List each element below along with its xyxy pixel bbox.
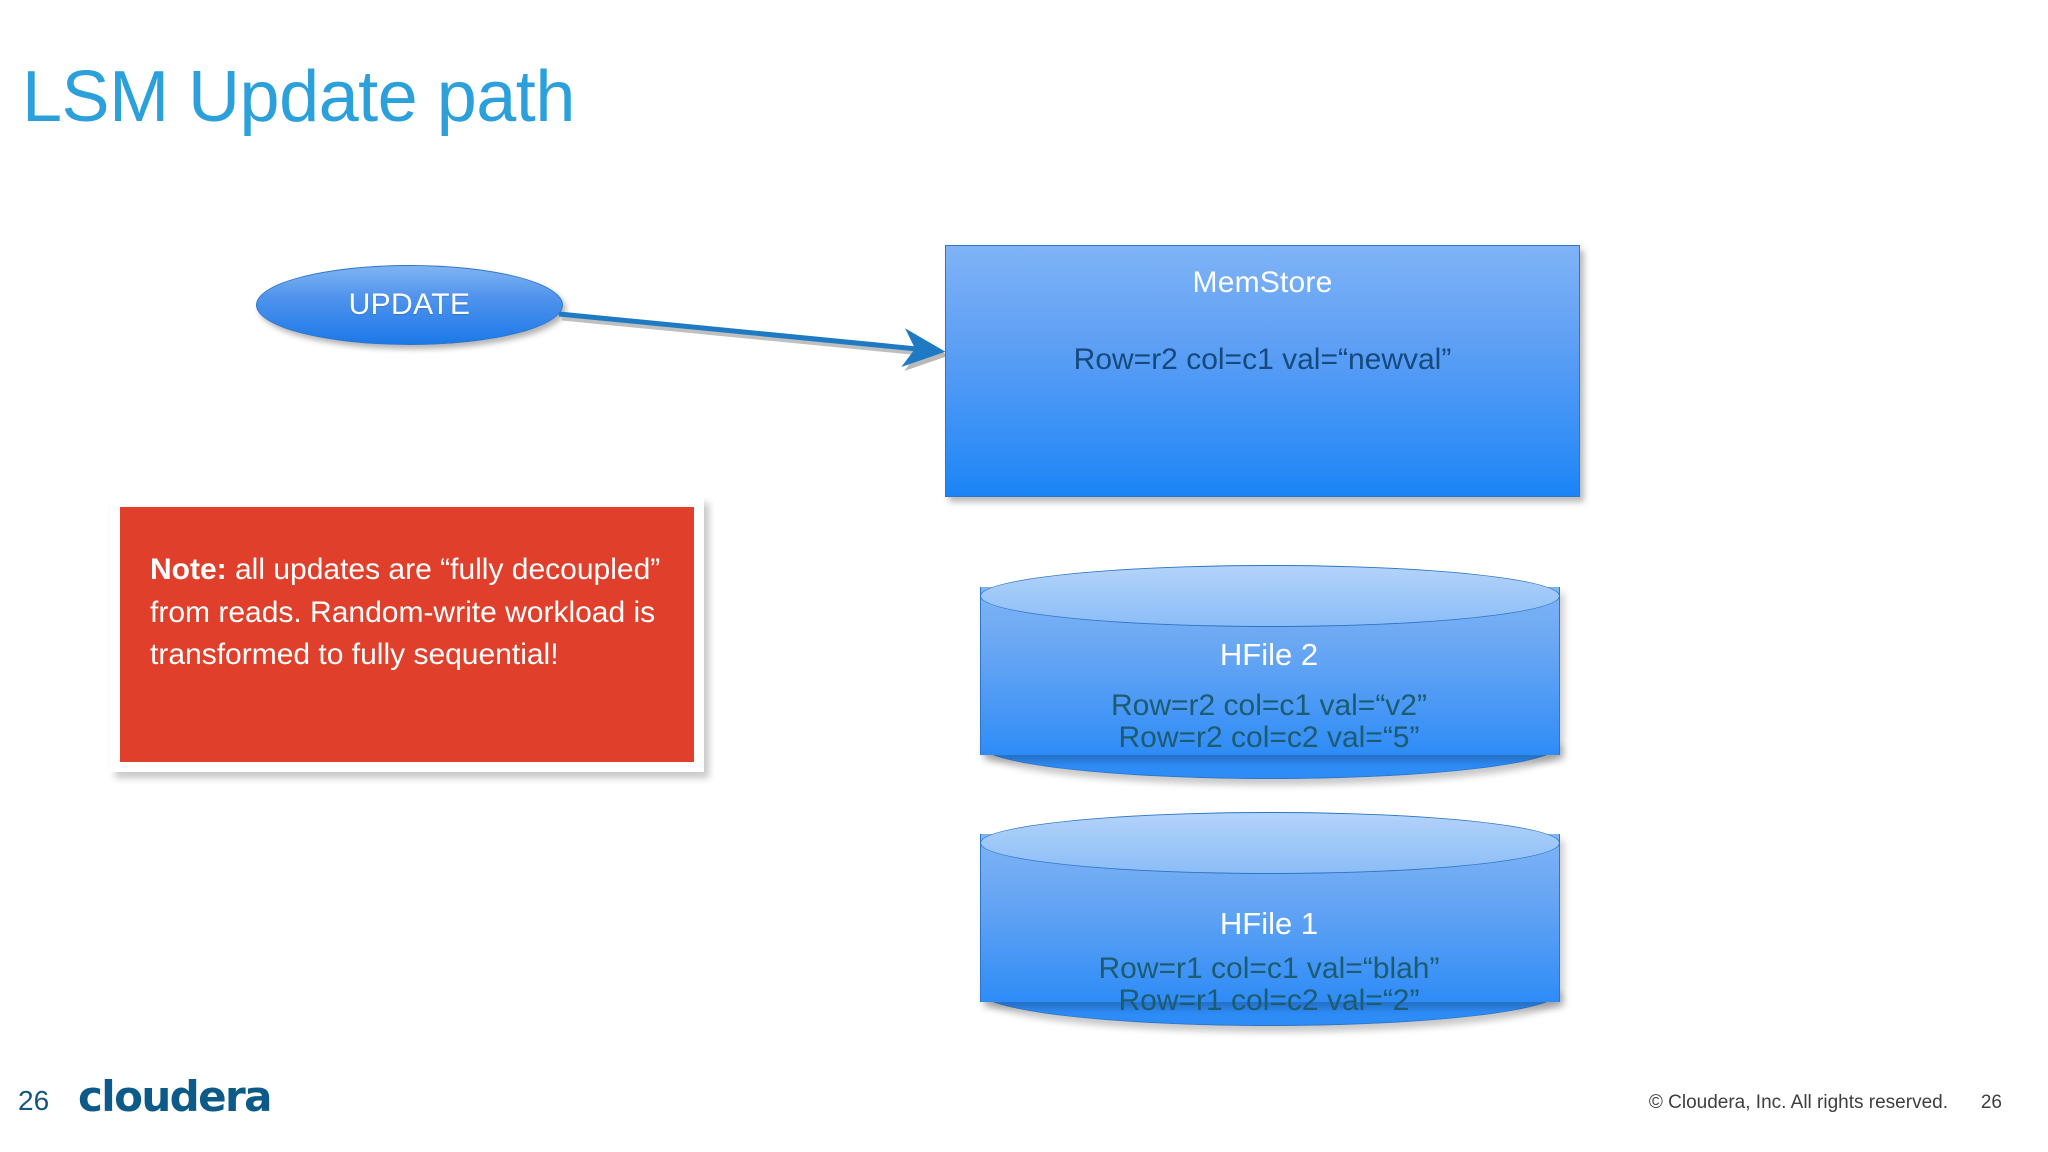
note-body: all updates are “fully decoupled” from r… — [150, 553, 661, 672]
cylinder-top-ellipse — [980, 565, 1560, 627]
hfile-2-title: HFile 2 — [1219, 637, 1319, 672]
footer-copyright: © Cloudera, Inc. All rights reserved. — [1648, 1092, 1948, 1113]
update-node[interactable]: UPDATE — [256, 265, 563, 345]
memstore-row-entry: Row=r2 col=c1 val=“newval” — [1073, 343, 1452, 376]
note-callout: Note: all updates are “fully decoupled” … — [120, 507, 694, 762]
hfile-1-cylinder[interactable]: HFile 1 Row=r1 col=c1 val=“blah” Row=r1 … — [980, 812, 1560, 1026]
hfile-1-row-1: Row=r1 col=c1 val=“blah” — [1098, 952, 1440, 985]
update-node-label: UPDATE — [348, 288, 471, 321]
hfile-2-rows: Row=r2 col=c1 val=“v2” Row=r2 col=c2 val… — [980, 690, 1558, 754]
hfile-1-rows: Row=r1 col=c1 val=“blah” Row=r1 col=c2 v… — [980, 953, 1558, 1017]
update-to-memstore-arrow — [558, 311, 949, 372]
page-title: LSM Update path — [22, 57, 575, 137]
cylinder-top-ellipse — [980, 812, 1560, 874]
hfile-2-row-1: Row=r2 col=c1 val=“v2” — [1111, 689, 1427, 722]
hfile-1-row-2: Row=r1 col=c2 val=“2” — [1118, 983, 1420, 1017]
hfile-1-title: HFile 1 — [1219, 906, 1319, 941]
cloudera-logo: cloudera — [78, 1072, 272, 1121]
hfile-2-cylinder[interactable]: HFile 2 Row=r2 col=c1 val=“v2” Row=r2 co… — [980, 565, 1560, 779]
hfile-2-row-2: Row=r2 col=c2 val=“5” — [1118, 720, 1420, 754]
hfile-2-content: HFile 2 Row=r2 col=c1 val=“v2” Row=r2 co… — [980, 565, 1558, 777]
hfile-1-content: HFile 1 Row=r1 col=c1 val=“blah” Row=r1 … — [980, 812, 1558, 1024]
memstore-box[interactable]: MemStore Row=r2 col=c1 val=“newval” — [945, 245, 1580, 497]
note-text: Note: all updates are “fully decoupled” … — [150, 549, 664, 677]
footer-page-number-right: 26 — [1980, 1092, 2002, 1113]
footer-page-number-left: 26 — [18, 1085, 50, 1116]
note-callout-frame: Note: all updates are “fully decoupled” … — [110, 497, 704, 772]
note-label: Note: — [150, 553, 227, 586]
memstore-title: MemStore — [1192, 266, 1333, 299]
